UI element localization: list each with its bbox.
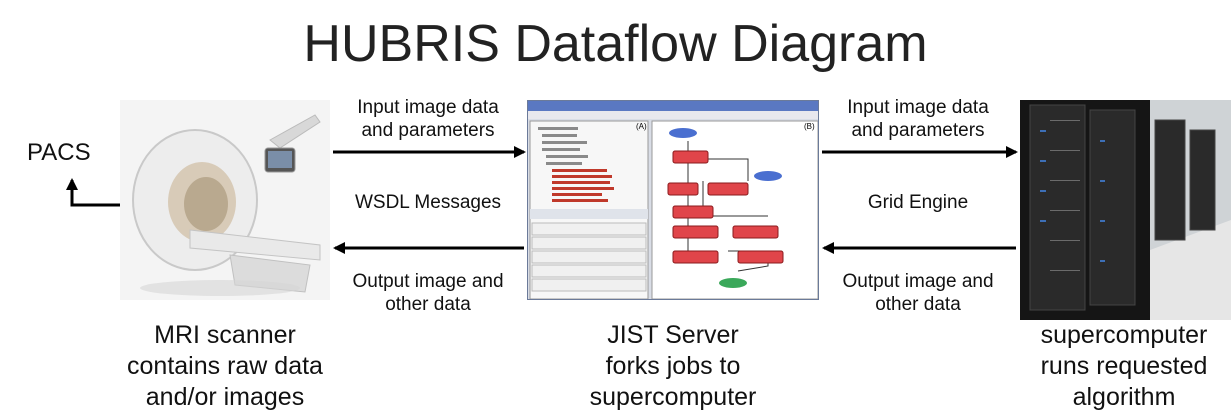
jist-caption-line3: supercomputer <box>589 383 757 411</box>
mri-scanner-image <box>120 100 330 300</box>
jist-caption-line2: forks jobs to <box>605 352 741 380</box>
supercomputer-caption-line1: supercomputer <box>1040 321 1208 349</box>
right-input-label-line1: Input image data <box>847 97 989 118</box>
left-middle-label: WSDL Messages <box>354 192 502 213</box>
left-output-label: Output image and other data <box>333 270 523 316</box>
mri-caption-line3: and/or images <box>145 383 305 411</box>
supercomputer-caption-line3: algorithm <box>1072 383 1176 411</box>
supercomputer-drawing <box>1020 100 1231 320</box>
panel-a-label: (A) <box>636 122 647 131</box>
mri-caption-line2: contains raw data <box>127 352 323 380</box>
mri-caption: MRI scanner contains raw data and/or ima… <box>95 320 355 413</box>
right-output-label: Output image and other data <box>822 270 1014 316</box>
supercomputer-caption: supercomputer runs requested algorithm <box>1024 320 1224 413</box>
jist-server-screenshot: (A) (B) <box>527 100 819 300</box>
jist-window-drawing: (A) (B) <box>528 101 818 299</box>
right-input-label: Input image data and parameters <box>822 96 1014 142</box>
supercomputer-image <box>1020 100 1231 320</box>
pacs-label: PACS <box>27 139 91 166</box>
supercomputer-caption-line2: runs requested <box>1040 352 1208 380</box>
right-middle-label: Grid Engine <box>867 192 969 213</box>
left-output-label-line1: Output image and <box>352 271 504 292</box>
diagram-title: HUBRIS Dataflow Diagram <box>303 15 928 73</box>
jist-caption-line1: JIST Server <box>607 321 739 349</box>
left-input-label-line1: Input image data <box>357 97 499 118</box>
mri-to-pacs-arrow <box>66 178 120 207</box>
left-output-label-line2: other data <box>385 294 471 315</box>
panel-b-label: (B) <box>804 122 815 131</box>
mri-caption-line1: MRI scanner <box>154 321 296 349</box>
right-input-label-line2: and parameters <box>851 120 985 141</box>
mri-scanner-drawing <box>120 100 330 300</box>
left-input-label: Input image data and parameters <box>333 96 523 142</box>
right-output-label-line1: Output image and <box>842 271 994 292</box>
jist-caption: JIST Server forks jobs to supercomputer <box>543 320 803 413</box>
right-output-label-line2: other data <box>875 294 961 315</box>
left-input-label-line2: and parameters <box>361 120 495 141</box>
